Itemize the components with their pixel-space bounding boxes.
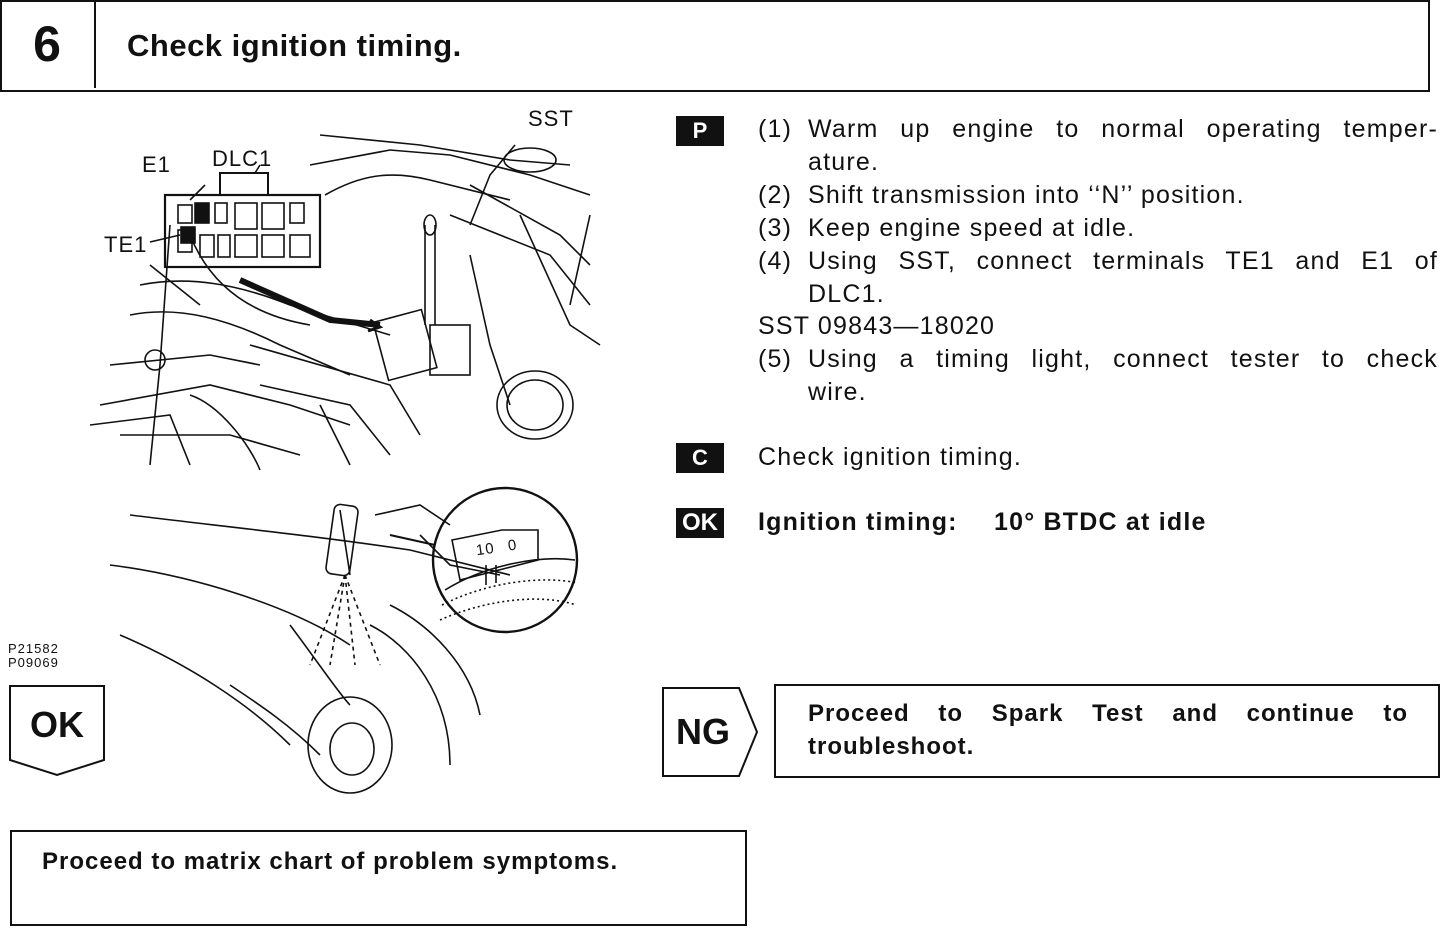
ok-result-text: Proceed to matrix chart of problem sympt… [42,848,619,875]
step-title: Check ignition timing. [127,28,462,63]
sst-number: SST 09843—18020 [758,312,996,340]
check-tag-c: C [676,443,724,473]
ng-result-line-2: troubleshoot. [808,733,975,760]
ok-result-box [10,830,747,926]
ng-flow-arrow [662,687,759,777]
step-3-text: Keep engine speed at idle. [808,214,1136,242]
step-1-num: (1) [758,115,793,143]
step-5-text: Using a timing light, connect tester to … [808,345,1438,373]
step-3-num: (3) [758,214,793,242]
figure-code-2: P09069 [8,655,59,670]
step-4-text: Using SST, connect terminals TE1 and E1 … [808,247,1438,275]
ng-result-line-1: Proceed to Spark Test and continue to [808,700,1408,727]
step-4-cont: DLC1. [808,280,885,308]
step-number: 6 [0,0,96,88]
ng-result-box [774,684,1440,778]
ng-flow-label: NG [676,711,730,752]
procedure-tag-p: P [676,116,724,146]
ignition-timing-label: Ignition timing: [758,508,958,536]
step-5-num: (5) [758,345,793,373]
step-2-num: (2) [758,181,793,209]
label-te1: TE1 [104,232,148,257]
scale-label-10: 10 [474,539,496,560]
check-text: Check ignition timing. [758,443,1023,471]
label-sst: SST [528,106,574,131]
label-e1: E1 [142,152,171,177]
step-4-num: (4) [758,247,793,275]
step-2-text: Shift transmission into ‘‘N’’ position. [808,181,1245,209]
step-5-cont: wire. [808,378,867,406]
ok-flow-label: OK [30,704,84,745]
step-1-cont: ature. [808,148,880,176]
step-1-text: Warm up engine to normal operating tempe… [808,115,1438,143]
figure-code-1: P21582 [8,641,59,656]
engine-illustration [90,134,601,794]
label-dlc1: DLC1 [212,146,273,171]
ok-tag: OK [676,508,724,538]
ignition-timing-value: 10° BTDC at idle [994,508,1207,536]
ok-flow-arrow [9,685,105,777]
step-header: 6 Check ignition timing. [0,0,1430,92]
